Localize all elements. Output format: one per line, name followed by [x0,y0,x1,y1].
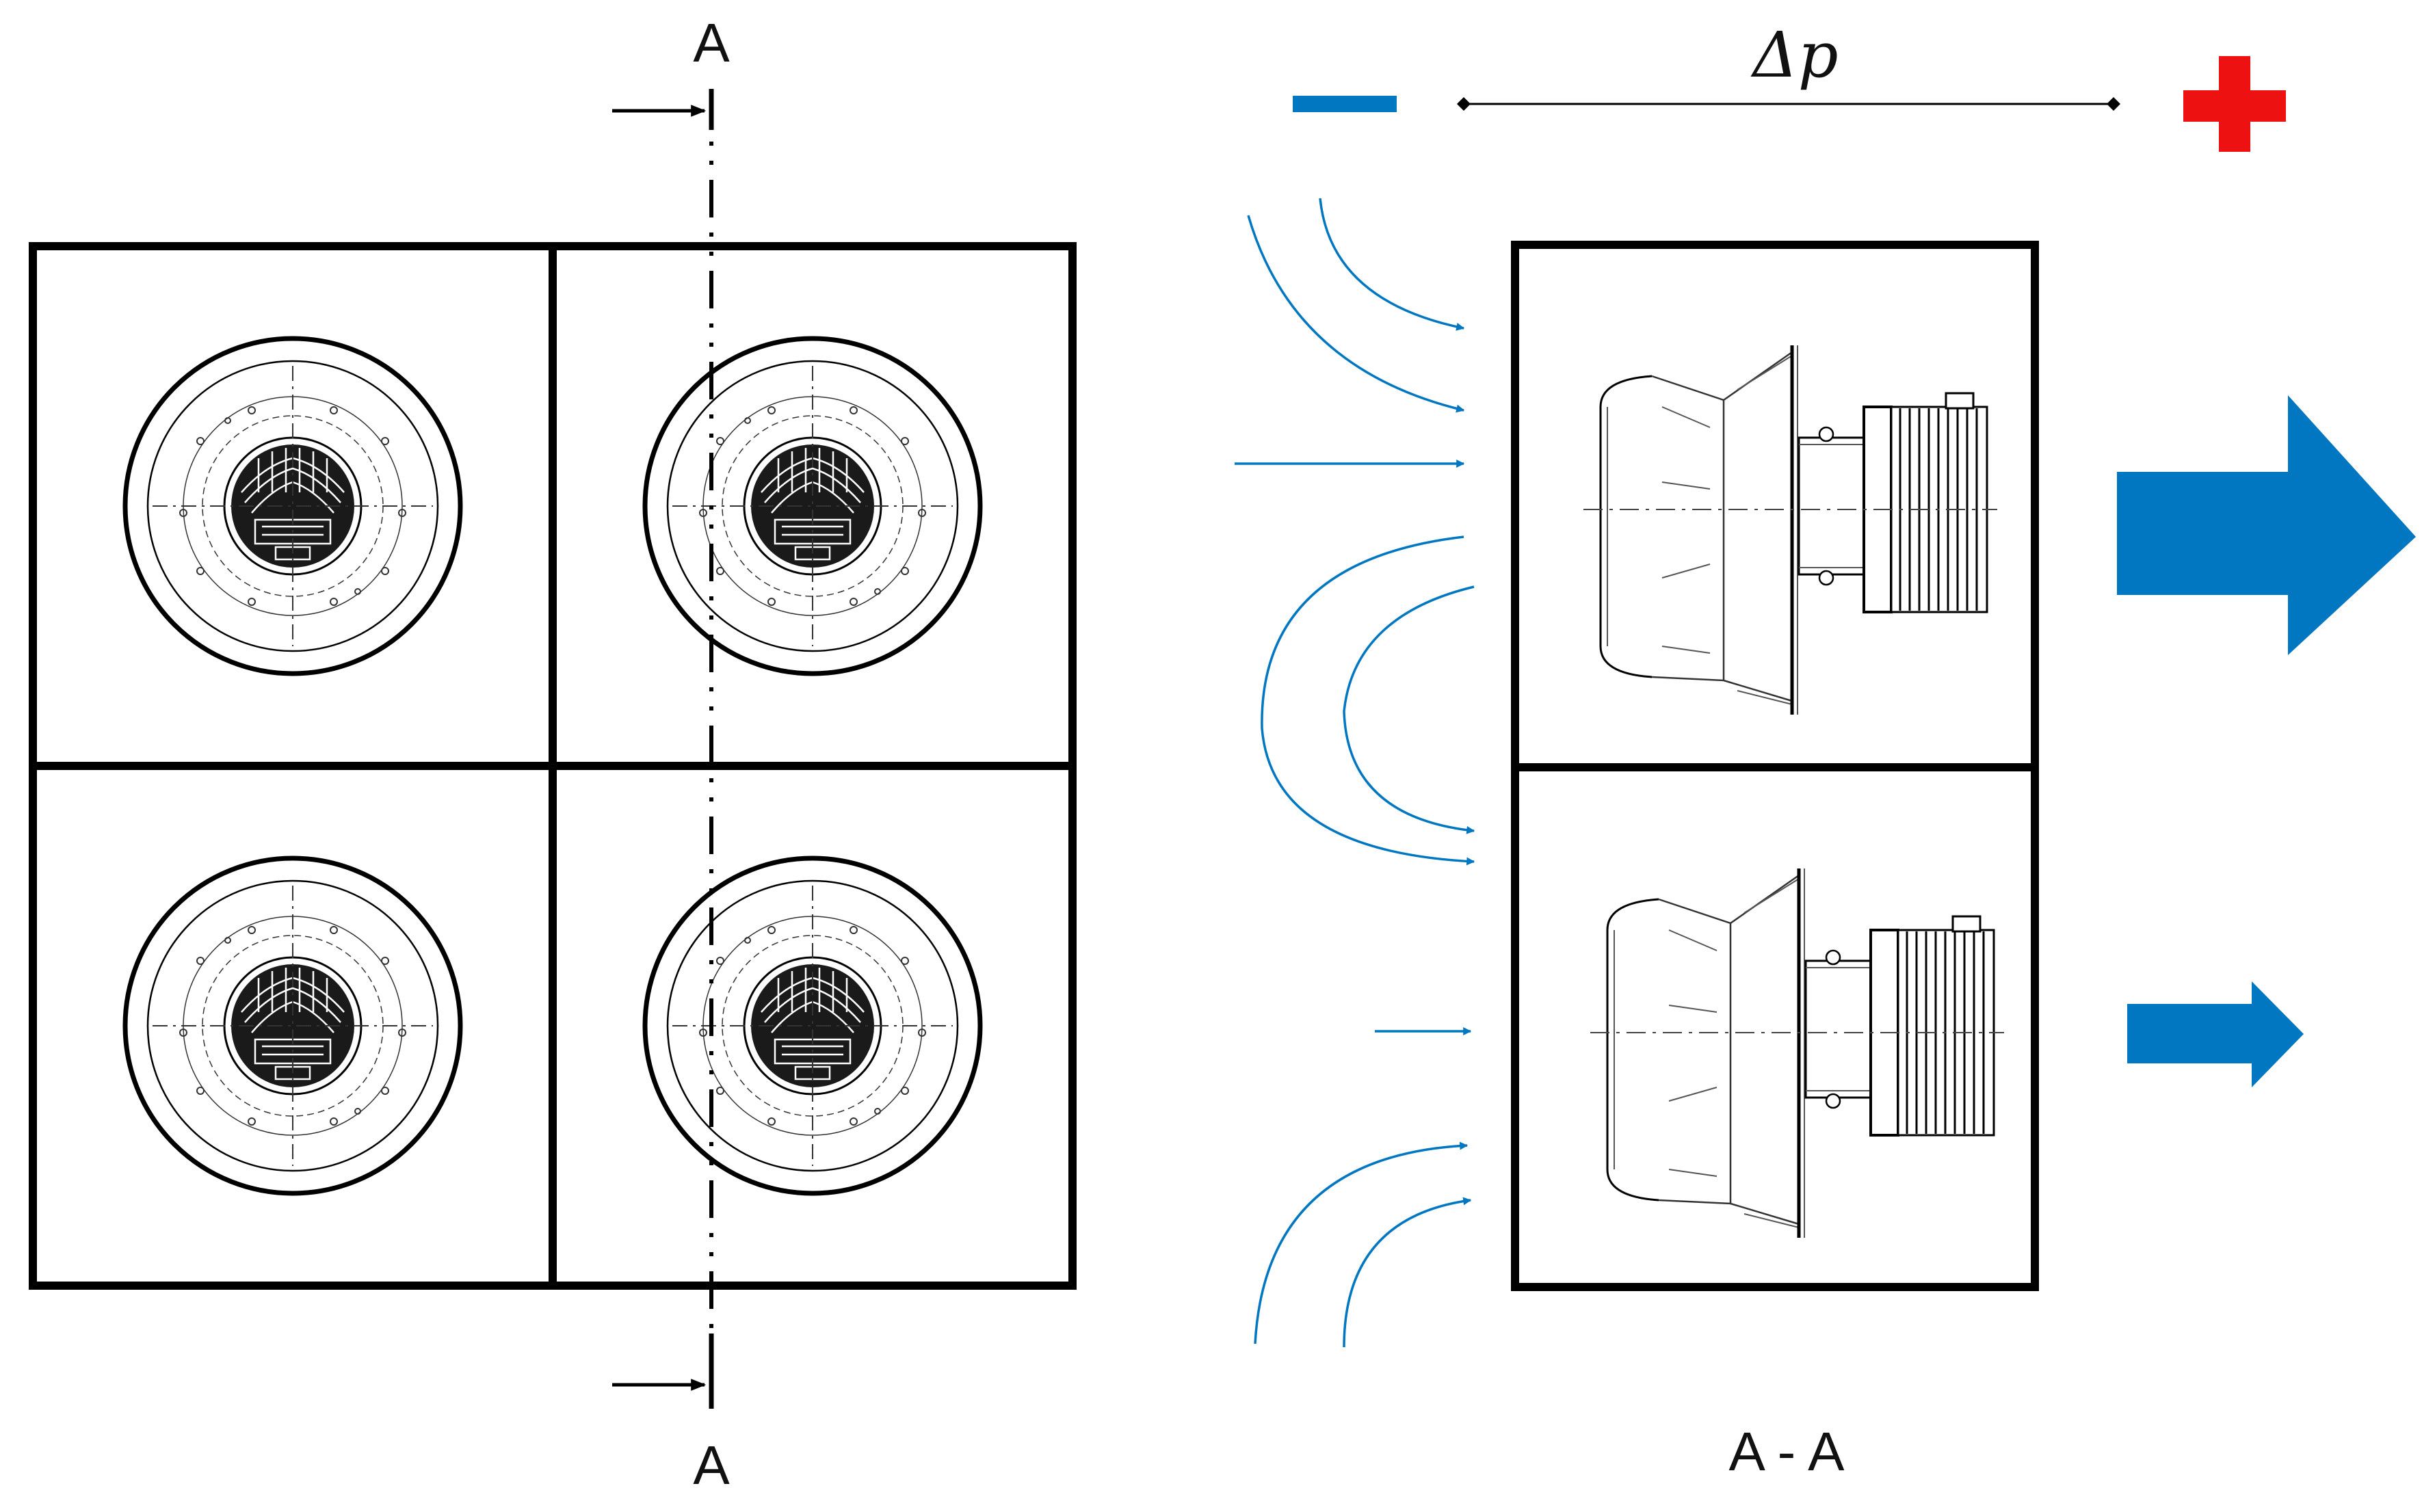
section-line-aa: A A [612,12,730,1496]
minus-icon [1293,96,1397,112]
fan-front-top-right [645,339,980,674]
section-view-label: A - A [1729,1421,1845,1482]
inflow-arrow-1 [1319,198,1465,331]
inflow-arrow-7 [1254,1141,1469,1344]
side-view: A - A [1511,241,2039,1482]
section-label-bottom: A [693,1435,730,1496]
inflow-arrow-8 [1343,1197,1472,1348]
inflow-arrow-2 [1247,215,1465,413]
fan-front-bottom-right [645,858,980,1193]
outflow-arrow-small [2127,981,2304,1087]
plus-icon [2183,56,2286,152]
fan-front-bottom-left [125,858,460,1193]
inflow-arrow-4 [1261,535,1475,866]
section-label-top: A [693,12,730,73]
pressure-indicator: Δp [1293,18,2286,152]
inflow-arrow-5 [1343,585,1475,834]
delta-p-label: Δp [1750,18,1838,92]
outflow-arrow-large [2117,395,2416,655]
front-view [29,242,1077,1290]
fan-front-top-left [125,339,460,674]
inlet-flow-arrows [1235,198,1475,1348]
